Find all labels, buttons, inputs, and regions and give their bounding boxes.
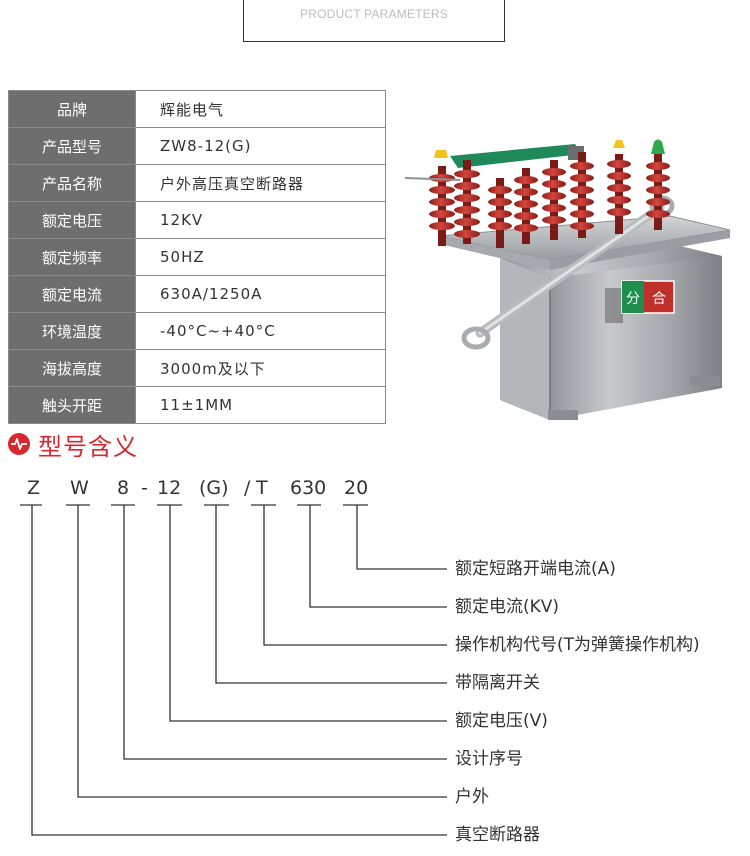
param-label: 品牌 [8,90,136,128]
param-value: 12KV [135,201,386,239]
param-label: 触头开距 [8,386,136,424]
param-value: 辉能电气 [135,90,386,128]
status-panel: 分 合 [621,280,675,314]
meaning-item: 额定电流(KV) [455,597,560,617]
param-label: 海拔高度 [8,349,136,387]
product-parameters-header: PRODUCT PARAMETERS [243,0,505,42]
meaning-item: 户外 [455,787,489,807]
param-label: 额定频率 [8,238,136,276]
param-value: ZW8-12(G) [135,127,386,165]
table-row: 环境温度 -40°C~+40°C [8,312,386,350]
param-label: 产品名称 [8,164,136,202]
table-row: 海拔高度 3000m及以下 [8,349,386,387]
meaning-item: 真空断路器 [455,825,540,845]
connector-lines [20,504,447,836]
panel-label-open: 分 [626,291,640,307]
param-label: 产品型号 [8,127,136,165]
table-row: 产品型号 ZW8-12(G) [8,127,386,165]
param-label: 额定电流 [8,275,136,313]
param-label: 额定电压 [8,201,136,239]
meaning-item: 带隔离开关 [455,673,540,693]
table-row: 品牌 辉能电气 [8,90,386,128]
code-char: 20 [344,477,369,499]
code-char: / [244,477,251,499]
insulators [404,139,670,248]
code-char: - [141,477,148,499]
table-row: 触头开距 11±1MM [8,386,386,424]
param-value: 11±1MM [160,396,234,414]
operating-handle [461,195,675,350]
meaning-item: 设计序号 [455,749,523,769]
model-meaning-title: 型号含义 [8,429,138,461]
param-value: 3000m及以下 [135,349,386,387]
meaning-item: 额定短路开端电流(A) [455,559,616,579]
section-title-text: 型号含义 [38,432,138,461]
code-char: (G) [199,477,229,499]
code-char: 12 [157,477,182,499]
code-char: T [256,477,268,499]
panel-label-close: 合 [652,291,666,307]
table-row: 产品名称 户外高压真空断路器 [8,164,386,202]
code-char: Z [27,477,41,499]
meaning-item: 操作机构代号(T为弹簧操作机构) [455,635,700,655]
param-label: 环境温度 [8,312,136,350]
table-row: 额定电流 630A/1250A [8,275,386,313]
table-row: 额定频率 50HZ [8,238,386,276]
param-value: 50HZ [135,238,386,276]
param-value: 户外高压真空断路器 [135,164,386,202]
header-title: PRODUCT PARAMETERS [300,6,448,21]
model-code-diagram: Z W 8 - 12 (G) / T 630 20 额定短路开端电流(A [0,470,750,856]
circuit-breaker-image: 分 合 [404,139,731,420]
code-char: 630 [290,477,327,499]
code-char: W [70,477,89,499]
pulse-icon [8,433,30,455]
table-row: 额定电压 12KV [8,201,386,239]
code-char: 8 [117,477,130,499]
param-value: -40°C~+40°C [135,312,386,350]
breaker-body [439,215,731,420]
param-value: 630A/1250A [135,275,386,313]
meaning-item: 额定电压(V) [455,711,548,731]
parameters-table: 品牌 辉能电气 产品型号 ZW8-12(G) 产品名称 户外高压真空断路器 额定… [8,90,386,424]
